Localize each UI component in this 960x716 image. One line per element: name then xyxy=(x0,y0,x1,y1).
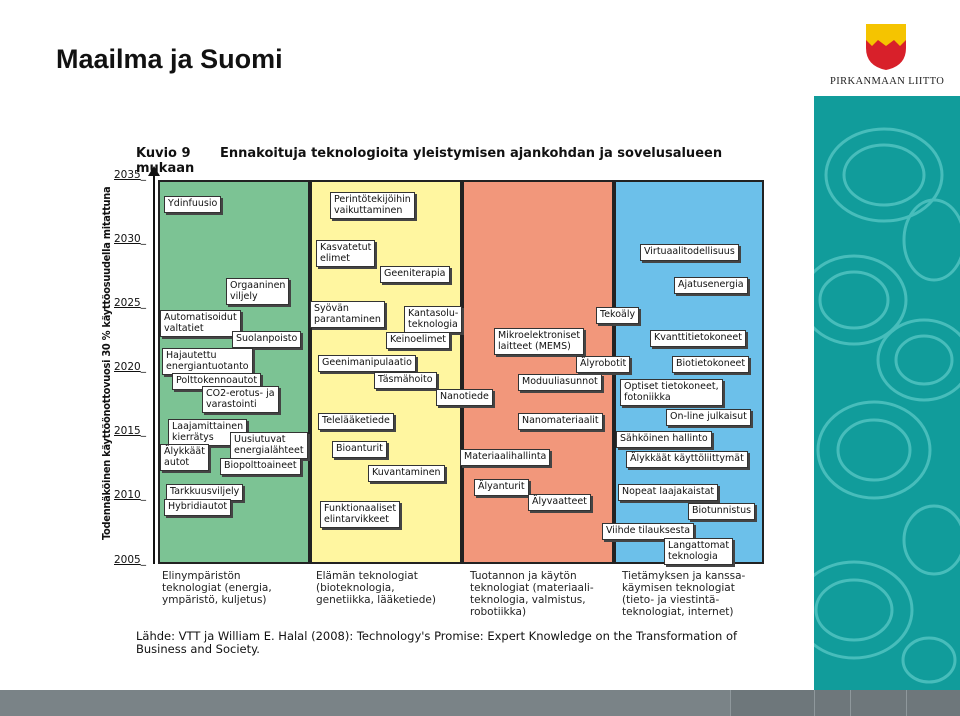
tech-box: Tekoäly xyxy=(596,307,640,324)
year-tick: 2035_ xyxy=(114,169,146,181)
tech-box: Kantasolu- teknologia xyxy=(404,306,463,333)
decorative-side-panel: PIRKANMAAN LIITTO xyxy=(814,0,960,690)
tech-box: Hajautettu energiantuotanto xyxy=(162,348,253,375)
tech-box: Optiset tietokoneet, fotoniikka xyxy=(620,379,723,406)
year-tick: 2025_ xyxy=(114,297,146,309)
contour-pattern xyxy=(814,127,960,684)
tech-box: Mikroelektroniset laitteet (MEMS) xyxy=(494,328,585,355)
tech-box: Suolanpoisto xyxy=(232,331,302,348)
tech-box: Nanotiede xyxy=(436,389,493,406)
year-tick: 2010_ xyxy=(114,489,146,501)
column-label: Elämän teknologiat (bioteknologia, genet… xyxy=(316,570,436,606)
tech-box: Materiaalihallinta xyxy=(460,449,551,466)
column-label: Elinympäristön teknologiat (energia, ymp… xyxy=(162,570,272,606)
tech-box: Viihde tilauksesta xyxy=(602,523,695,540)
tech-box: Kuvantaminen xyxy=(368,465,445,482)
footer-segment xyxy=(814,690,851,716)
column-label: Tietämyksen ja kanssa- käymisen teknolog… xyxy=(622,570,746,618)
tech-box: Älykkäät käyttöliittymät xyxy=(626,451,748,468)
y-axis-line xyxy=(153,174,155,564)
coat-of-arms-icon xyxy=(866,24,906,70)
tech-box: Biotietokoneet xyxy=(672,356,750,373)
tech-box: Virtuaalitodellisuus xyxy=(640,244,739,261)
tech-box: Biotunnistus xyxy=(688,503,756,520)
tech-box: Bioanturit xyxy=(332,441,387,458)
tech-box: Orgaaninen viljely xyxy=(226,278,290,305)
tech-box: Moduuliasunnot xyxy=(518,374,602,391)
logo-area: PIRKANMAAN LIITTO xyxy=(814,0,960,96)
tech-box: Funktionaaliset elintarvikkeet xyxy=(320,501,401,528)
tech-box: Biopolttoaineet xyxy=(220,458,301,475)
figure-title: Ennakoituja teknologioita yleistymisen a… xyxy=(136,146,723,176)
year-tick: 2005_ xyxy=(114,554,146,566)
tech-box: Automatisoidut valtatiet xyxy=(160,310,241,337)
footer-bar xyxy=(0,690,960,716)
tech-box: Langattomat teknologia xyxy=(664,538,734,565)
year-tick: 2015_ xyxy=(114,425,146,437)
tech-box: Geeniterapia xyxy=(380,266,450,283)
year-tick: 2020_ xyxy=(114,361,146,373)
figure-number: Kuvio 9 xyxy=(136,146,191,161)
tech-box: Nopeat laajakaistat xyxy=(618,484,719,501)
year-tick: 2030_ xyxy=(114,233,146,245)
tech-box: Älykkäät autot xyxy=(160,444,209,471)
tech-box: Keinoelimet xyxy=(386,332,451,349)
tech-box: Älyanturit xyxy=(474,479,529,496)
tech-box: Sähköinen hallinto xyxy=(616,431,712,448)
tech-box: On-line julkaisut xyxy=(666,409,751,426)
tech-box: Ydinfuusio xyxy=(164,196,222,213)
tech-box: Uusiutuvat energialähteet xyxy=(230,432,308,459)
tech-box: Hybridiautot xyxy=(164,499,232,516)
tech-box: Kasvatetut elimet xyxy=(316,240,376,267)
column-label: Tuotannon ja käytön teknologiat (materia… xyxy=(470,570,594,618)
tech-box: Täsmähoito xyxy=(374,372,437,389)
tech-box: Kvanttitietokoneet xyxy=(650,330,746,347)
y-axis-title: Todennäköinen käyttöönottovuosi 30 % käy… xyxy=(100,186,113,540)
tech-box: Nanomateriaalit xyxy=(518,413,603,430)
footer-segment xyxy=(850,690,907,716)
slide-title: Maailma ja Suomi xyxy=(56,44,283,74)
tech-box: Älyrobotit xyxy=(576,356,631,373)
y-axis-arrow xyxy=(148,166,160,176)
footer-segment xyxy=(906,690,960,716)
source-citation: Lähde: VTT ja William E. Halal (2008): T… xyxy=(136,629,738,656)
tech-box: Perintötekijöihin vaikuttaminen xyxy=(330,192,415,219)
tech-box: Ajatusenergia xyxy=(674,277,748,294)
tech-box: Telelääketiede xyxy=(318,413,394,430)
tech-box: CO2-erotus- ja varastointi xyxy=(202,386,279,413)
tech-box: Geenimanipulaatio xyxy=(318,355,416,372)
tech-box: Syövän parantaminen xyxy=(310,301,385,328)
brand-name: PIRKANMAAN LIITTO xyxy=(830,76,945,87)
footer-segment xyxy=(730,690,815,716)
tech-box: Älyvaatteet xyxy=(528,494,591,511)
